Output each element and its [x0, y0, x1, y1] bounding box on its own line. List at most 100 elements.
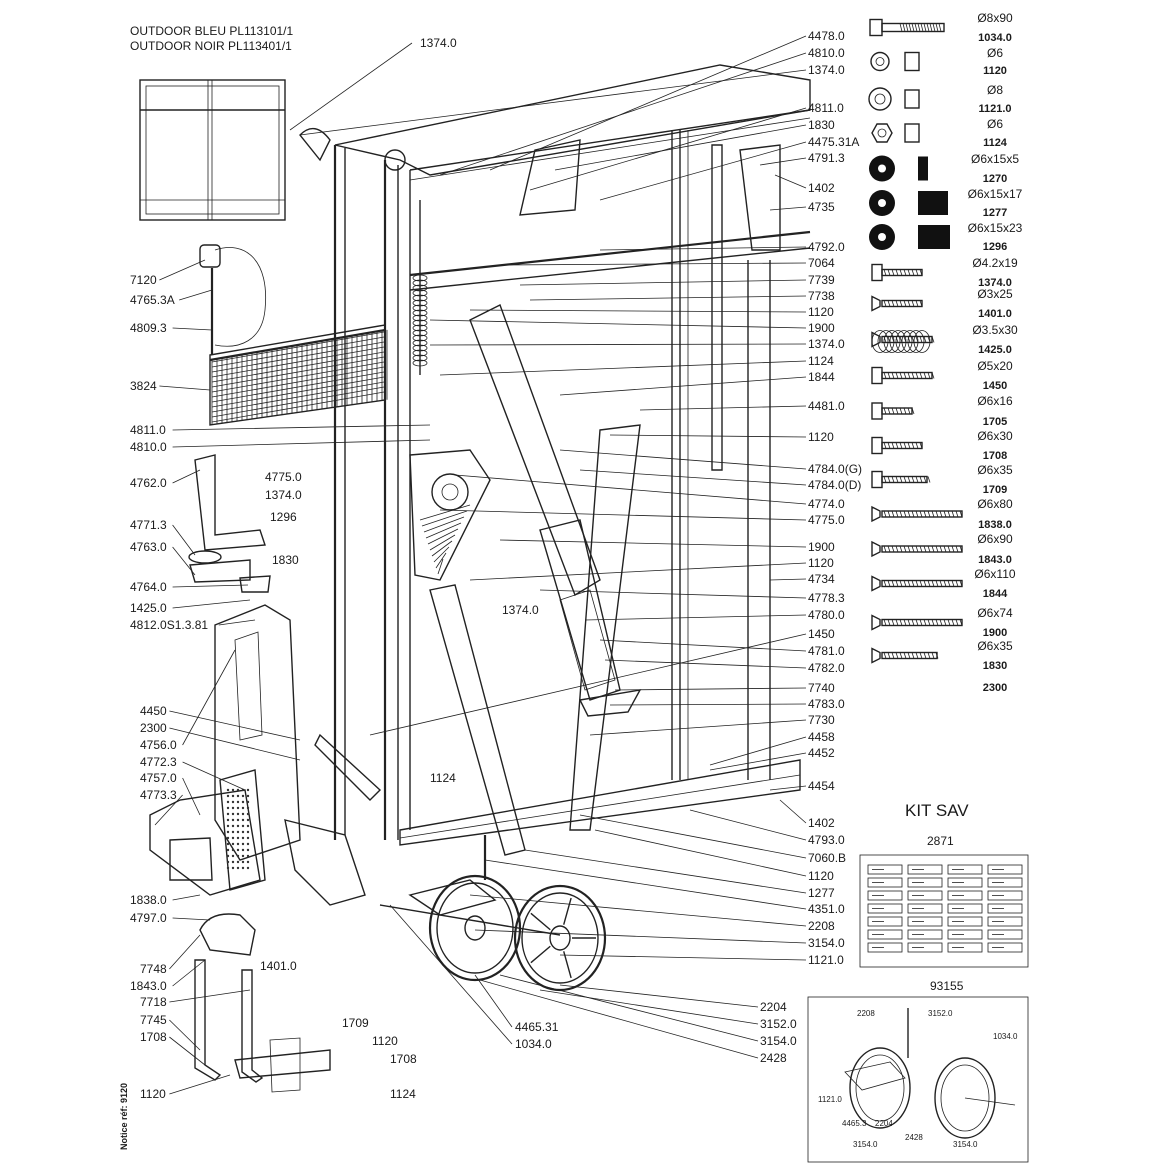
callout-right-14: 1120	[808, 305, 834, 319]
leader	[559, 984, 759, 1008]
leader	[759, 157, 807, 166]
leader	[169, 989, 251, 1003]
leader	[489, 35, 807, 171]
net-post	[199, 244, 221, 355]
leader	[439, 360, 807, 376]
leader	[599, 639, 807, 652]
kit-sheet	[859, 854, 1029, 968]
inset-3154b: 3154.0	[953, 1140, 978, 1149]
leader	[474, 974, 513, 1028]
leader	[182, 649, 236, 746]
hardware-dim-14: Ø6x35	[977, 463, 1013, 477]
callout-left-8: 4771.3	[130, 518, 167, 532]
callout-left-1: 7120	[130, 273, 157, 287]
callout-left-13: 4450	[140, 704, 167, 718]
kit-inset-frame	[807, 996, 1029, 1163]
callout-left-12: 4812.0S1.3.81	[130, 618, 208, 632]
callout-right-47: 1121.0	[808, 953, 844, 967]
hardware-icons	[868, 18, 963, 664]
spring	[412, 200, 428, 375]
hardware-ref-4: 1124	[983, 137, 1008, 149]
hardware-ref-18: 1900	[983, 627, 1007, 639]
hardware-icon-16	[871, 540, 963, 558]
leader	[474, 929, 807, 944]
callout-right-10: 4792.0	[808, 240, 845, 254]
hardware-dim-7: Ø6x15x23	[968, 221, 1023, 235]
callout-left-11: 1425.0	[130, 601, 167, 615]
callout-right-28: 4778.3	[808, 591, 845, 605]
callout-right-15: 1900	[808, 321, 835, 335]
hardware-dim-17: Ø6x110	[974, 567, 1015, 581]
leader	[639, 405, 807, 411]
hardware-icon-19	[871, 647, 939, 664]
hardware-ref-20: 2300	[983, 682, 1007, 694]
callout-right-19: 4481.0	[808, 399, 845, 413]
callout-right-24: 4775.0	[808, 513, 845, 527]
hardware-ref-7: 1296	[983, 241, 1007, 253]
callout-1830: 1830	[272, 553, 299, 567]
callout-right-32: 4782.0	[808, 661, 845, 675]
leader	[594, 829, 807, 877]
leader	[172, 917, 211, 921]
model-line-2: OUTDOOR NOIR PL113401/1	[130, 39, 292, 53]
leader	[169, 934, 201, 970]
callout-right-29: 4780.0	[808, 608, 845, 622]
leader	[499, 539, 807, 548]
leader	[484, 859, 807, 910]
callout-1120b: 1120	[372, 1034, 398, 1048]
hardware-dim-19: Ø6x35	[977, 639, 1013, 653]
hardware-dim-12: Ø6x16	[977, 394, 1013, 408]
hardware-dim-18: Ø6x74	[977, 606, 1013, 620]
callout-1374c: 1374.0	[502, 603, 539, 617]
notice-ref: Notice réf: 9120	[119, 1083, 129, 1150]
inset-4465: 4465.3	[842, 1119, 867, 1128]
callout-right-16: 1374.0	[808, 337, 845, 351]
callout-right-8: 1402	[808, 181, 835, 195]
leader	[439, 509, 807, 521]
leader	[169, 1036, 206, 1066]
hardware-dim-4: Ø6	[987, 117, 1003, 131]
callout-left-25: 1708	[140, 1030, 167, 1044]
leader	[774, 174, 807, 189]
hardware-dim-9: Ø3x25	[977, 287, 1013, 301]
callout-left-3: 4809.3	[130, 321, 167, 335]
leader	[579, 469, 807, 486]
leader	[169, 710, 301, 741]
callout-right-31: 4781.0	[808, 644, 845, 658]
callout-left-6: 4810.0	[130, 440, 167, 454]
leader	[172, 327, 213, 331]
callout-right-39: 1402	[808, 816, 835, 830]
callout-left-23: 7718	[140, 995, 167, 1009]
callout-right-27: 4734	[808, 572, 835, 586]
hardware-icon-17	[871, 575, 963, 592]
inset-1034: 1034.0	[993, 1032, 1018, 1041]
leader	[469, 894, 807, 927]
hardware-ref-11: 1450	[983, 380, 1007, 392]
leader	[172, 546, 196, 576]
hardware-ref-15: 1838.0	[978, 519, 1012, 531]
callout-right-42: 1120	[808, 869, 834, 883]
hardware-ref-3: 1121.0	[978, 103, 1011, 115]
callout-4775: 4775.0	[265, 470, 302, 484]
leader	[689, 809, 807, 841]
hardware-dim-6: Ø6x15x17	[968, 187, 1023, 201]
side-mount-parts	[188, 454, 271, 593]
leader	[179, 289, 213, 301]
callout-3152: 3152.0	[760, 1017, 797, 1031]
callout-left-18: 4773.3	[140, 788, 177, 802]
leader	[299, 69, 807, 136]
callout-right-9: 4735	[808, 200, 835, 214]
leader	[289, 42, 413, 131]
leader	[172, 524, 196, 556]
callout-right-18: 1844	[808, 370, 835, 384]
callout-right-3: 1374.0	[808, 63, 845, 77]
hardware-dim-10: Ø3.5x30	[972, 323, 1018, 337]
callout-1374b: 1374.0	[265, 488, 302, 502]
callout-top-1374: 1374.0	[420, 36, 457, 50]
leg-housing	[149, 604, 382, 906]
leader	[154, 794, 183, 826]
callout-left-21: 7748	[140, 962, 167, 976]
kit-sheet-grid	[867, 864, 1023, 953]
hardware-icon-2	[870, 51, 920, 72]
